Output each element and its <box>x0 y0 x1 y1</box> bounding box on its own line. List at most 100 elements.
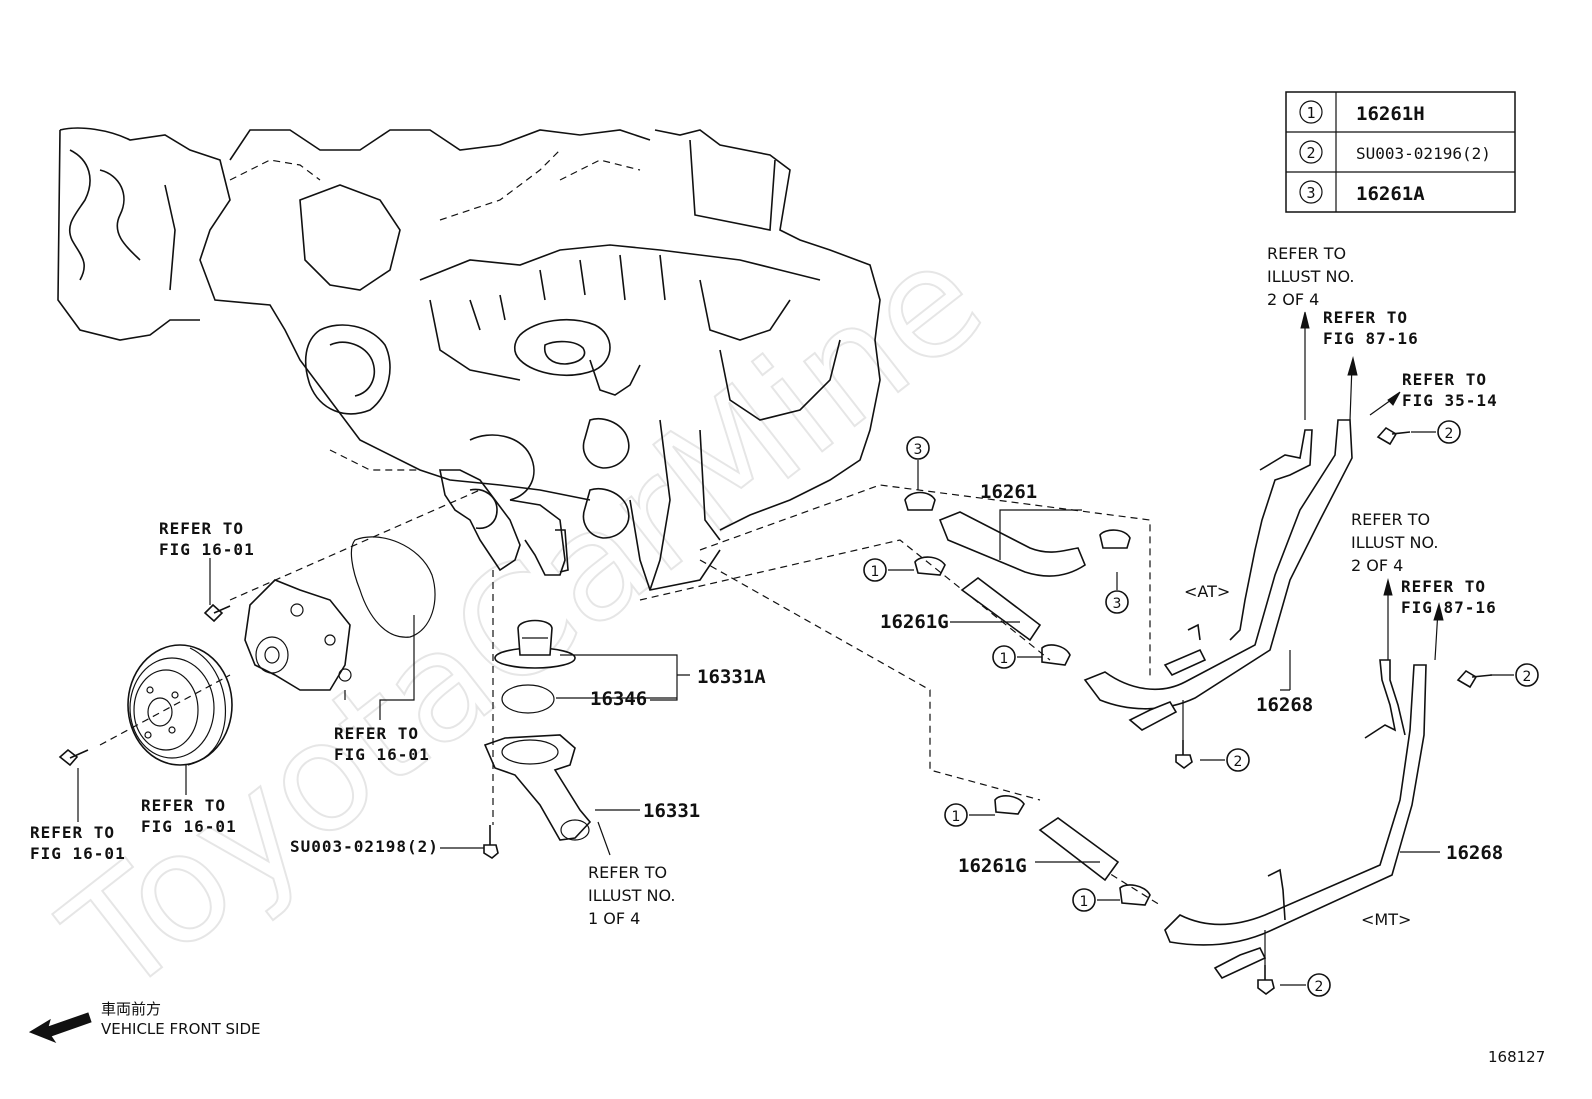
svg-text:3: 3 <box>914 442 923 458</box>
label-16261g-top: 16261G <box>880 611 949 633</box>
vehicle-front-indicator: 車両前方 VEHICLE FRONT SIDE <box>28 1000 261 1044</box>
svg-text:FIG 87-16: FIG 87-16 <box>1323 329 1419 348</box>
hose-16261-illustration <box>938 511 1086 577</box>
ref-fig-87-16-mid: REFER TO FIG 87-16 <box>1401 577 1497 617</box>
legend-part-2: SU003-02196(2) <box>1356 144 1491 163</box>
callout-1-b: 1 <box>992 645 1016 669</box>
bolt-2-mt-bottom <box>1257 965 1275 995</box>
legend-part-1: 16261H <box>1356 103 1425 125</box>
ref-illust-2of4-mid: REFER TO ILLUST NO. 2 OF 4 <box>1351 510 1438 575</box>
svg-text:1: 1 <box>1000 651 1009 667</box>
clamp-3-bottom <box>1099 529 1131 549</box>
svg-text:1: 1 <box>1080 894 1089 910</box>
hose-group <box>639 311 1514 995</box>
watermark: ToyotaCarMine <box>34 210 1013 1029</box>
clamp-3-top <box>904 491 936 511</box>
legend-row-3: 3 16261A <box>1299 180 1425 205</box>
pulley-illustration <box>127 644 233 766</box>
clamp-1-c <box>994 795 1025 815</box>
callout-2-d: 2 <box>1307 973 1331 997</box>
pump-gasket-illustration <box>350 536 436 638</box>
svg-text:1: 1 <box>952 809 961 825</box>
pulley-bolt-illustration <box>58 748 89 767</box>
engine-block-illustration <box>57 127 881 591</box>
legend-num-1: 1 <box>1306 104 1315 122</box>
thermostat-gasket-illustration <box>501 684 555 714</box>
svg-text:REFER TO: REFER TO <box>1323 308 1408 327</box>
legend-num-2: 2 <box>1306 144 1315 162</box>
ref-illust-1of4: REFER TO ILLUST NO. 1 OF 4 <box>588 863 675 928</box>
variant-mt-label: <MT> <box>1361 910 1411 929</box>
pump-bolt-illustration <box>203 603 231 623</box>
reference-notes: REFER TO ILLUST NO. 2 OF 4 REFER TO FIG … <box>30 244 1498 929</box>
svg-text:2 OF 4: 2 OF 4 <box>1267 290 1319 309</box>
clamp-1-b <box>1041 644 1071 666</box>
label-16261: 16261 <box>980 481 1037 503</box>
svg-text:3: 3 <box>1113 596 1122 612</box>
svg-text:2: 2 <box>1445 426 1454 442</box>
svg-text:REFER TO: REFER TO <box>334 724 419 743</box>
svg-text:FIG 16-01: FIG 16-01 <box>334 745 430 764</box>
ref-fig-87-16-top: REFER TO FIG 87-16 <box>1323 308 1419 348</box>
svg-text:FIG 35-14: FIG 35-14 <box>1402 391 1498 410</box>
callout-2-a: 2 <box>1437 420 1461 444</box>
callout-1-a: 1 <box>863 558 887 582</box>
hose-16261g-bottom-illustration <box>1038 817 1120 882</box>
variant-at-label: <AT> <box>1184 582 1230 601</box>
svg-text:REFER TO: REFER TO <box>1351 510 1430 529</box>
label-16331a: 16331A <box>697 666 766 688</box>
label-16346: 16346 <box>590 688 647 710</box>
bolt-2-at-top <box>1376 426 1411 446</box>
callout-markers: 3 3 1 1 1 1 2 2 2 2 <box>863 420 1539 997</box>
ref-fig-16-01-pulley: REFER TO FIG 16-01 <box>141 796 237 836</box>
legend-row-1: 1 16261H <box>1299 100 1425 125</box>
svg-text:REFER TO: REFER TO <box>1401 577 1486 596</box>
legend-row-2: 2 SU003-02196(2) <box>1299 140 1491 164</box>
svg-text:2 OF 4: 2 OF 4 <box>1351 556 1403 575</box>
thermostat-group <box>440 570 690 859</box>
label-16268-mt: 16268 <box>1446 842 1503 864</box>
water-outlet-illustration <box>483 734 592 841</box>
ref-fig-16-01-gasket: REFER TO FIG 16-01 <box>334 724 430 764</box>
clamp-1-a <box>914 556 946 576</box>
front-label-jp: 車両前方 <box>101 1000 161 1018</box>
bolt-2-at-bottom <box>1175 740 1193 769</box>
label-su003-02198: SU003-02198(2) <box>290 837 439 856</box>
svg-text:2: 2 <box>1234 754 1243 770</box>
callout-1-d: 1 <box>1072 888 1096 912</box>
pipe-16268-mt-illustration <box>1164 664 1427 946</box>
svg-text:FIG 16-01: FIG 16-01 <box>159 540 255 559</box>
front-label-en: VEHICLE FRONT SIDE <box>101 1020 261 1038</box>
water-pump-group <box>58 489 481 822</box>
legend-num-3: 3 <box>1306 184 1315 202</box>
svg-text:FIG 16-01: FIG 16-01 <box>30 844 126 863</box>
svg-text:FIG 16-01: FIG 16-01 <box>141 817 237 836</box>
svg-text:FIG 87-16: FIG 87-16 <box>1401 598 1497 617</box>
callout-2-b: 2 <box>1226 748 1250 772</box>
ref-fig-35-14: REFER TO FIG 35-14 <box>1402 370 1498 410</box>
legend-part-3: 16261A <box>1356 183 1425 205</box>
outlet-bolt-illustration <box>483 825 499 859</box>
svg-text:1 OF 4: 1 OF 4 <box>588 909 640 928</box>
svg-text:REFER TO: REFER TO <box>159 519 244 538</box>
clamp-1-d <box>1119 884 1151 906</box>
svg-text:ILLUST NO.: ILLUST NO. <box>1267 267 1354 286</box>
callout-3-b: 3 <box>1105 590 1129 614</box>
hose-16261g-top-illustration <box>960 576 1042 642</box>
svg-text:1: 1 <box>871 564 880 580</box>
svg-text:ILLUST NO.: ILLUST NO. <box>1351 533 1438 552</box>
label-16261g-bottom: 16261G <box>958 855 1027 877</box>
svg-text:REFER TO: REFER TO <box>141 796 226 815</box>
svg-text:2: 2 <box>1523 669 1532 685</box>
bolt-2-mt-top <box>1456 669 1493 689</box>
svg-text:REFER TO: REFER TO <box>30 823 115 842</box>
svg-text:REFER TO: REFER TO <box>1402 370 1487 389</box>
part-labels: 16261 16261G 16261G 16331A 16346 16331 1… <box>290 481 1503 877</box>
svg-text:ILLUST NO.: ILLUST NO. <box>588 886 675 905</box>
pipe-16268-at-illustration <box>1083 419 1353 710</box>
svg-text:REFER TO: REFER TO <box>588 863 667 882</box>
callout-2-c: 2 <box>1515 663 1539 687</box>
callout-1-c: 1 <box>944 803 968 827</box>
front-arrow-icon <box>28 1012 92 1044</box>
